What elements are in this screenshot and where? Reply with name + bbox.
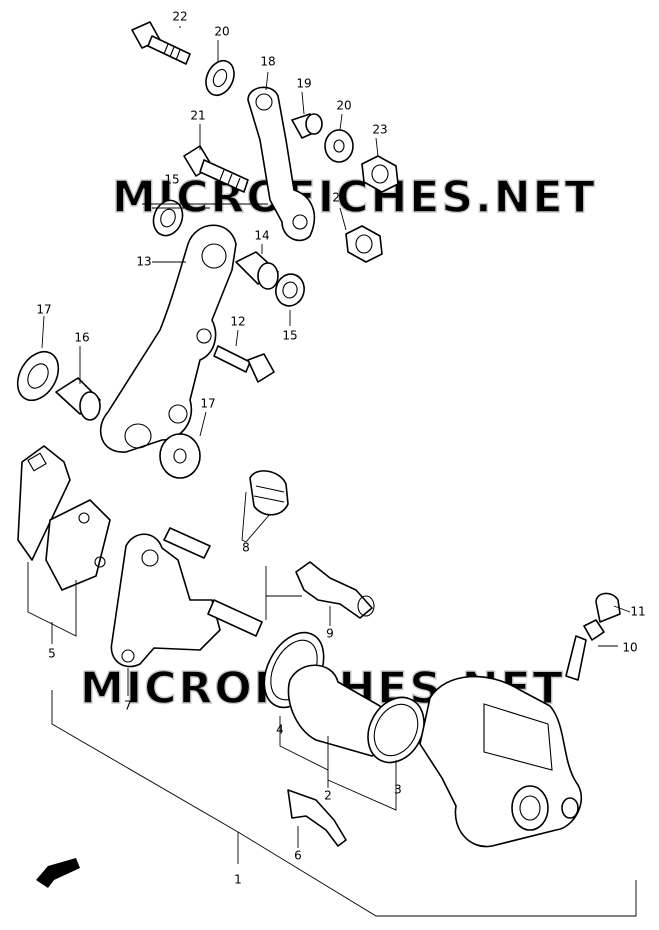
fwd-arrow-icon: FWD xyxy=(36,858,80,888)
part-9-pin[interactable] xyxy=(295,561,375,619)
callout-9: 9 xyxy=(326,627,334,641)
callout-17b: 17 xyxy=(200,397,215,411)
callout-labels: 22 20 18 19 20 21 23 15 23 14 13 15 12 1… xyxy=(36,10,645,887)
callout-14: 14 xyxy=(254,229,269,243)
callout-16: 16 xyxy=(74,331,89,345)
callout-11: 11 xyxy=(630,605,645,619)
callout-19: 19 xyxy=(296,77,311,91)
part-15-bush[interactable] xyxy=(149,196,188,239)
part-18-torque-link[interactable] xyxy=(247,86,316,242)
callout-15b: 15 xyxy=(282,329,297,343)
part-15-bush-2[interactable] xyxy=(272,271,307,309)
part-11-cap[interactable] xyxy=(595,592,621,623)
part-20-washer-2[interactable] xyxy=(324,129,354,163)
callout-22: 22 xyxy=(172,10,187,24)
callout-5: 5 xyxy=(48,647,56,661)
leader-lines xyxy=(27,26,637,917)
callout-10: 10 xyxy=(622,641,637,655)
callout-18: 18 xyxy=(260,55,275,69)
callout-21: 21 xyxy=(190,109,205,123)
part-19-collar[interactable] xyxy=(291,113,323,139)
callout-3: 3 xyxy=(394,783,402,797)
part-14-collar[interactable] xyxy=(235,251,279,290)
callout-23b: 23 xyxy=(332,191,347,205)
callout-13: 13 xyxy=(136,255,151,269)
callout-17a: 17 xyxy=(36,303,51,317)
part-1-caliper-body[interactable] xyxy=(419,675,582,848)
callout-12: 12 xyxy=(230,315,245,329)
part-17-washer[interactable] xyxy=(159,433,201,479)
callout-7: 7 xyxy=(124,699,132,713)
callout-1: 1 xyxy=(234,873,242,887)
callout-15a: 15 xyxy=(164,173,179,187)
callout-23a: 23 xyxy=(372,123,387,137)
part-17-seal[interactable] xyxy=(9,344,66,407)
callout-8: 8 xyxy=(242,541,250,555)
part-7-holder[interactable] xyxy=(110,527,263,668)
callout-2: 2 xyxy=(324,789,332,803)
callout-6: 6 xyxy=(294,849,302,863)
part-12-bolt[interactable] xyxy=(213,345,275,383)
part-20-washer[interactable] xyxy=(201,56,240,100)
watermark-top: MICROFICHES.NET xyxy=(112,172,597,223)
part-22-bolt[interactable] xyxy=(131,21,191,65)
part-8-boot[interactable] xyxy=(249,470,289,516)
part-10-bleeder[interactable] xyxy=(565,619,605,681)
callout-20a: 20 xyxy=(214,25,229,39)
callout-20b: 20 xyxy=(336,99,351,113)
callout-4: 4 xyxy=(276,723,284,737)
part-23-nut-2[interactable] xyxy=(345,225,383,263)
part-6-spring[interactable] xyxy=(287,789,347,847)
part-5-pad-set[interactable] xyxy=(17,445,111,591)
part-21-bolt[interactable] xyxy=(183,145,249,193)
part-3-ring[interactable] xyxy=(357,688,435,772)
part-13-bracket[interactable] xyxy=(99,224,237,453)
part-16-collar[interactable] xyxy=(55,377,101,421)
